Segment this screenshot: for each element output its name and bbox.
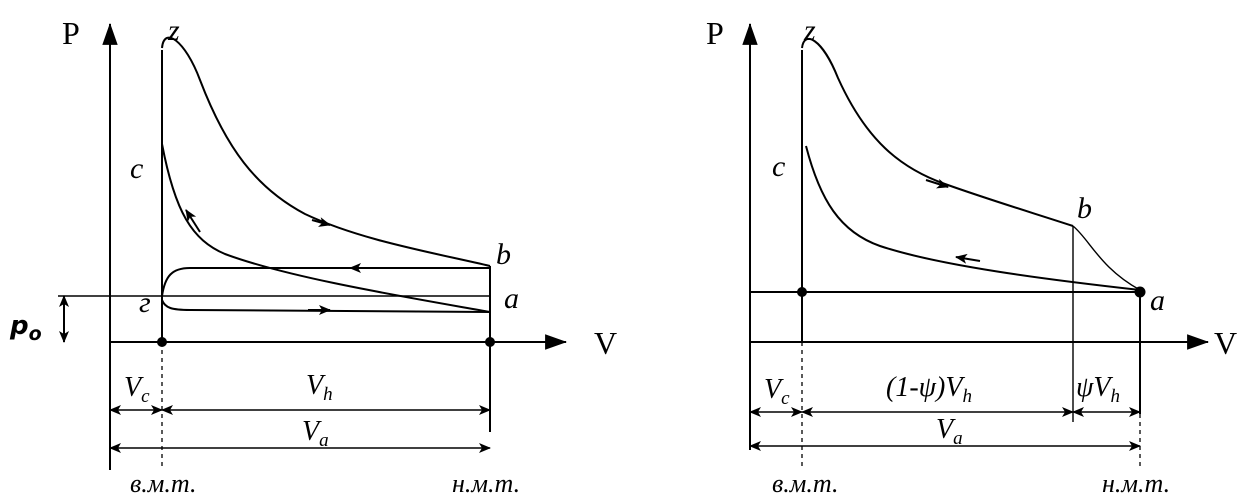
left-expansion-arrow <box>311 217 331 227</box>
right-mid-label: (1-ψ)Vh <box>886 372 972 407</box>
right-blowdown-curve <box>1072 225 1141 291</box>
left-compression-arrow <box>185 209 201 233</box>
left-diagram: P V po z c b a г <box>9 14 617 498</box>
right-bdc-dot <box>1134 286 1146 298</box>
right-diagram: P V z c b a Vc (1-ψ)Vh ψVh <box>706 14 1237 498</box>
left-compression-curve <box>161 143 491 313</box>
left-tdc-dot <box>157 337 167 347</box>
right-point-c: c <box>772 150 785 183</box>
right-bdc-label: н.м.т. <box>1102 469 1170 498</box>
right-compression-arrow <box>955 253 981 264</box>
right-psi-label: ψVh <box>1076 372 1120 407</box>
right-v-axis-label: V <box>1214 325 1237 361</box>
left-point-z: z <box>167 14 180 47</box>
left-point-c: c <box>130 152 143 185</box>
left-vh-label: Vh <box>306 370 333 405</box>
right-point-b: b <box>1077 192 1092 225</box>
left-bdc-label: н.м.т. <box>452 469 520 498</box>
right-va-label: Va <box>936 414 963 449</box>
right-tdc-dot <box>797 287 807 297</box>
left-p0-label: po <box>9 311 42 345</box>
left-point-a: a <box>504 282 519 315</box>
right-expansion-arrow <box>925 178 949 189</box>
left-bdc-dot <box>485 337 495 347</box>
left-tdc-label: в.м.т. <box>130 469 196 498</box>
right-compression-curve <box>805 145 1141 291</box>
right-point-a: a <box>1150 284 1165 317</box>
right-vc-label: Vc <box>764 374 790 409</box>
left-exhaust-line <box>161 267 490 297</box>
left-vc-label: Vc <box>124 372 150 407</box>
left-expansion-curve <box>161 36 491 267</box>
right-expansion-curve <box>801 37 1074 227</box>
left-point-b: b <box>496 238 511 271</box>
right-tdc-label: в.м.т. <box>772 469 838 498</box>
right-point-z: z <box>803 14 816 47</box>
left-point-r: г <box>139 286 151 319</box>
left-v-axis-label: V <box>594 325 617 361</box>
right-p-axis-label: P <box>706 15 724 51</box>
left-p-axis-label: P <box>62 15 80 51</box>
left-intake-line <box>161 299 491 313</box>
left-va-label: Va <box>302 416 329 451</box>
